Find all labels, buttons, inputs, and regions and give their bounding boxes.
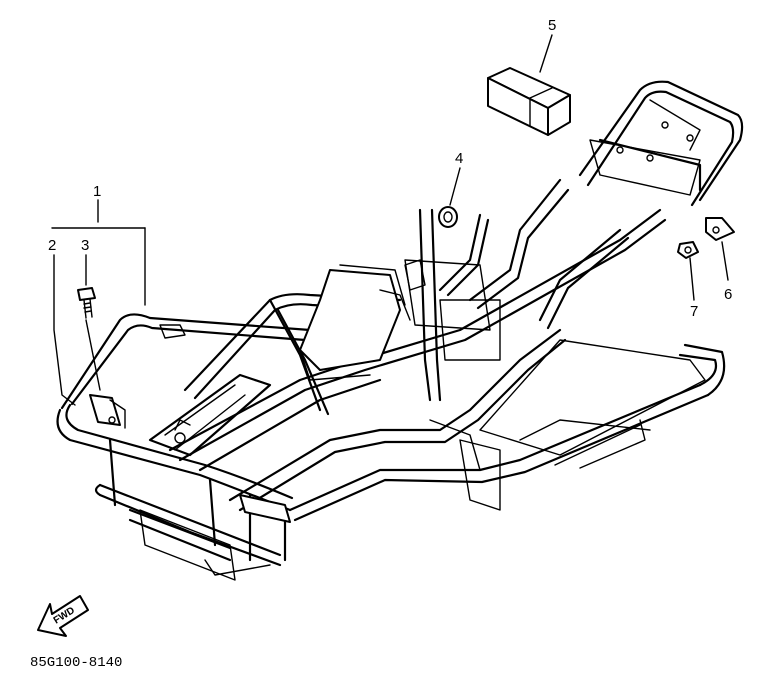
part-5-cover-box	[487, 67, 571, 136]
part-4-grommet	[438, 206, 458, 228]
leader-lines	[51, 34, 729, 406]
callout-7: 7	[690, 303, 698, 320]
callout-2: 2	[48, 237, 56, 254]
part-6-plate	[705, 217, 735, 241]
drawing-code: 85G100-8140	[30, 655, 122, 671]
part-7-nut	[677, 241, 699, 259]
callout-1: 1	[93, 183, 101, 200]
callout-5: 5	[548, 17, 556, 34]
callout-6: 6	[724, 286, 732, 303]
callout-3: 3	[81, 237, 89, 254]
main-frame	[56, 80, 744, 581]
callout-4: 4	[455, 150, 463, 167]
part-3-bolt	[77, 287, 96, 319]
forward-arrow-icon: FWD	[37, 595, 89, 637]
